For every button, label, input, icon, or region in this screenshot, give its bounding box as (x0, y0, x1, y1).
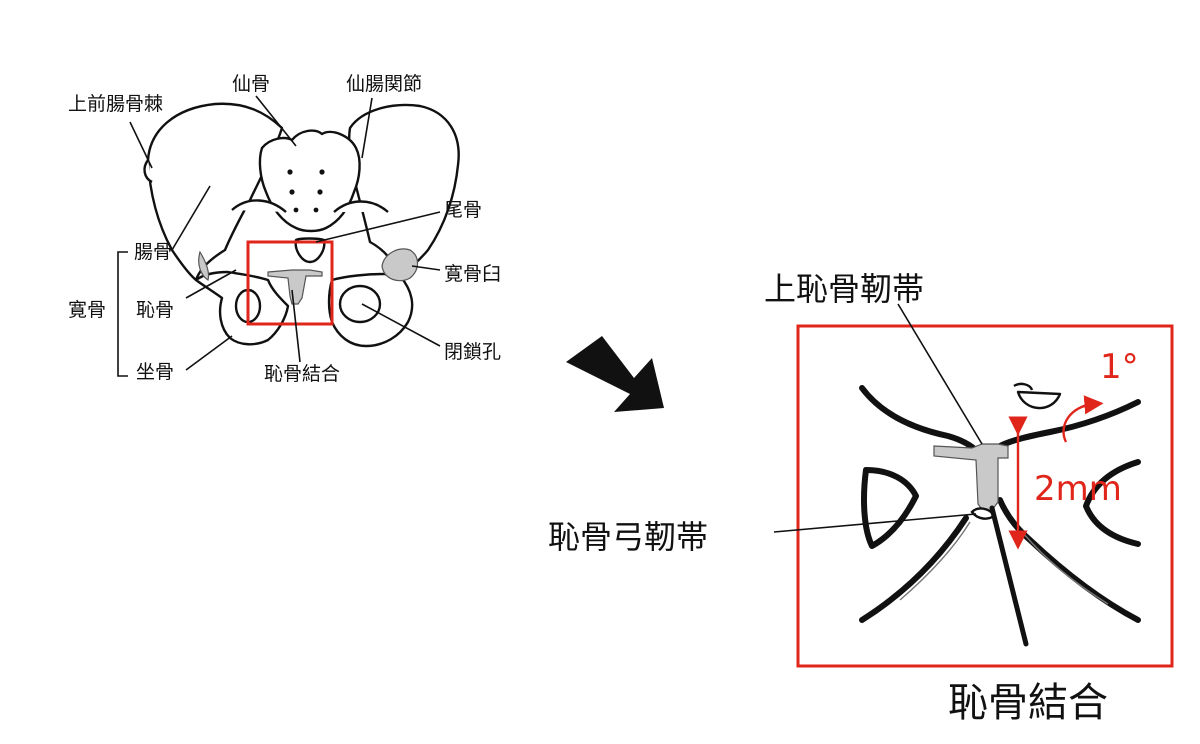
zoomed-left-obturator (861, 467, 919, 549)
label-acetabulum: 寛骨臼 (444, 263, 501, 285)
asis-notch (143, 159, 153, 184)
label-symphysis-large: 恥骨結合 (948, 680, 1108, 726)
ilium-leader (171, 185, 211, 251)
hip-bone-bracket (117, 251, 128, 377)
left-inferior-ramus (859, 515, 969, 623)
superior-ligament-leader (897, 303, 983, 445)
label-coccyx: 尾骨 (444, 199, 482, 221)
highlight-box-large (796, 324, 1174, 668)
right-obturator-foramen (338, 284, 382, 324)
left-ramus-inner (899, 521, 971, 601)
sacrum-shape (258, 129, 361, 233)
acetabulum-shape (381, 248, 419, 282)
pubis-leader (185, 269, 237, 299)
asis-leader (129, 121, 153, 169)
right-superior-ramus (997, 399, 1141, 449)
sacrum-leader (255, 95, 297, 147)
rotation-arrow (1062, 395, 1104, 443)
symphysis-leader (291, 289, 301, 363)
label-si-joint: 仙腸関節 (346, 73, 422, 95)
obturator-leader (361, 303, 441, 347)
right-ramus-inner (1023, 533, 1109, 605)
zoomed-coccyx (1016, 390, 1062, 410)
label-pubis: 恥骨 (136, 299, 174, 321)
zoomed-symphysis-cartilage (933, 443, 1009, 513)
left-leader-lines (117, 95, 441, 377)
coccyx-shape (294, 237, 326, 264)
arcuate-ligament-leader (773, 513, 977, 533)
acetabulum-leader (411, 265, 441, 271)
small-symphysis (267, 269, 323, 305)
label-obturator: 閉鎖孔 (444, 341, 501, 363)
pelvis-illustration (143, 102, 460, 348)
highlight-box-small (246, 240, 334, 326)
label-ilium: 腸骨 (134, 241, 172, 263)
pelvic-brim-right (333, 200, 389, 213)
label-sacrum: 仙骨 (232, 73, 270, 95)
zoomed-coccyx-top (1013, 382, 1034, 391)
left-ilium-shape (146, 102, 284, 282)
si-joint-leader (361, 97, 373, 159)
symphysis-big-leader (989, 505, 1029, 647)
zoomed-right-obturator (1083, 459, 1141, 547)
sacral-foramina (287, 169, 325, 213)
rotation-value: 1° (1100, 347, 1139, 387)
coccyx-leader (315, 211, 441, 243)
label-ischium: 坐骨 (136, 361, 174, 383)
label-arcuate-ligament: 恥骨弓靭帯 (548, 518, 708, 556)
displacement-value: 2mm (1034, 469, 1122, 509)
label-asis: 上前腸骨棘 (68, 93, 163, 115)
pelvic-brim (231, 199, 287, 213)
label-symphysis-small: 恥骨結合 (264, 363, 340, 385)
ischium-leader (185, 335, 233, 371)
zoom-arrow (566, 336, 664, 412)
label-hip-bone: 寛骨 (68, 299, 106, 321)
label-superior-ligament: 上恥骨靭帯 (764, 270, 924, 308)
left-superior-ramus (859, 385, 981, 455)
left-acetabulum-hint (198, 250, 210, 281)
